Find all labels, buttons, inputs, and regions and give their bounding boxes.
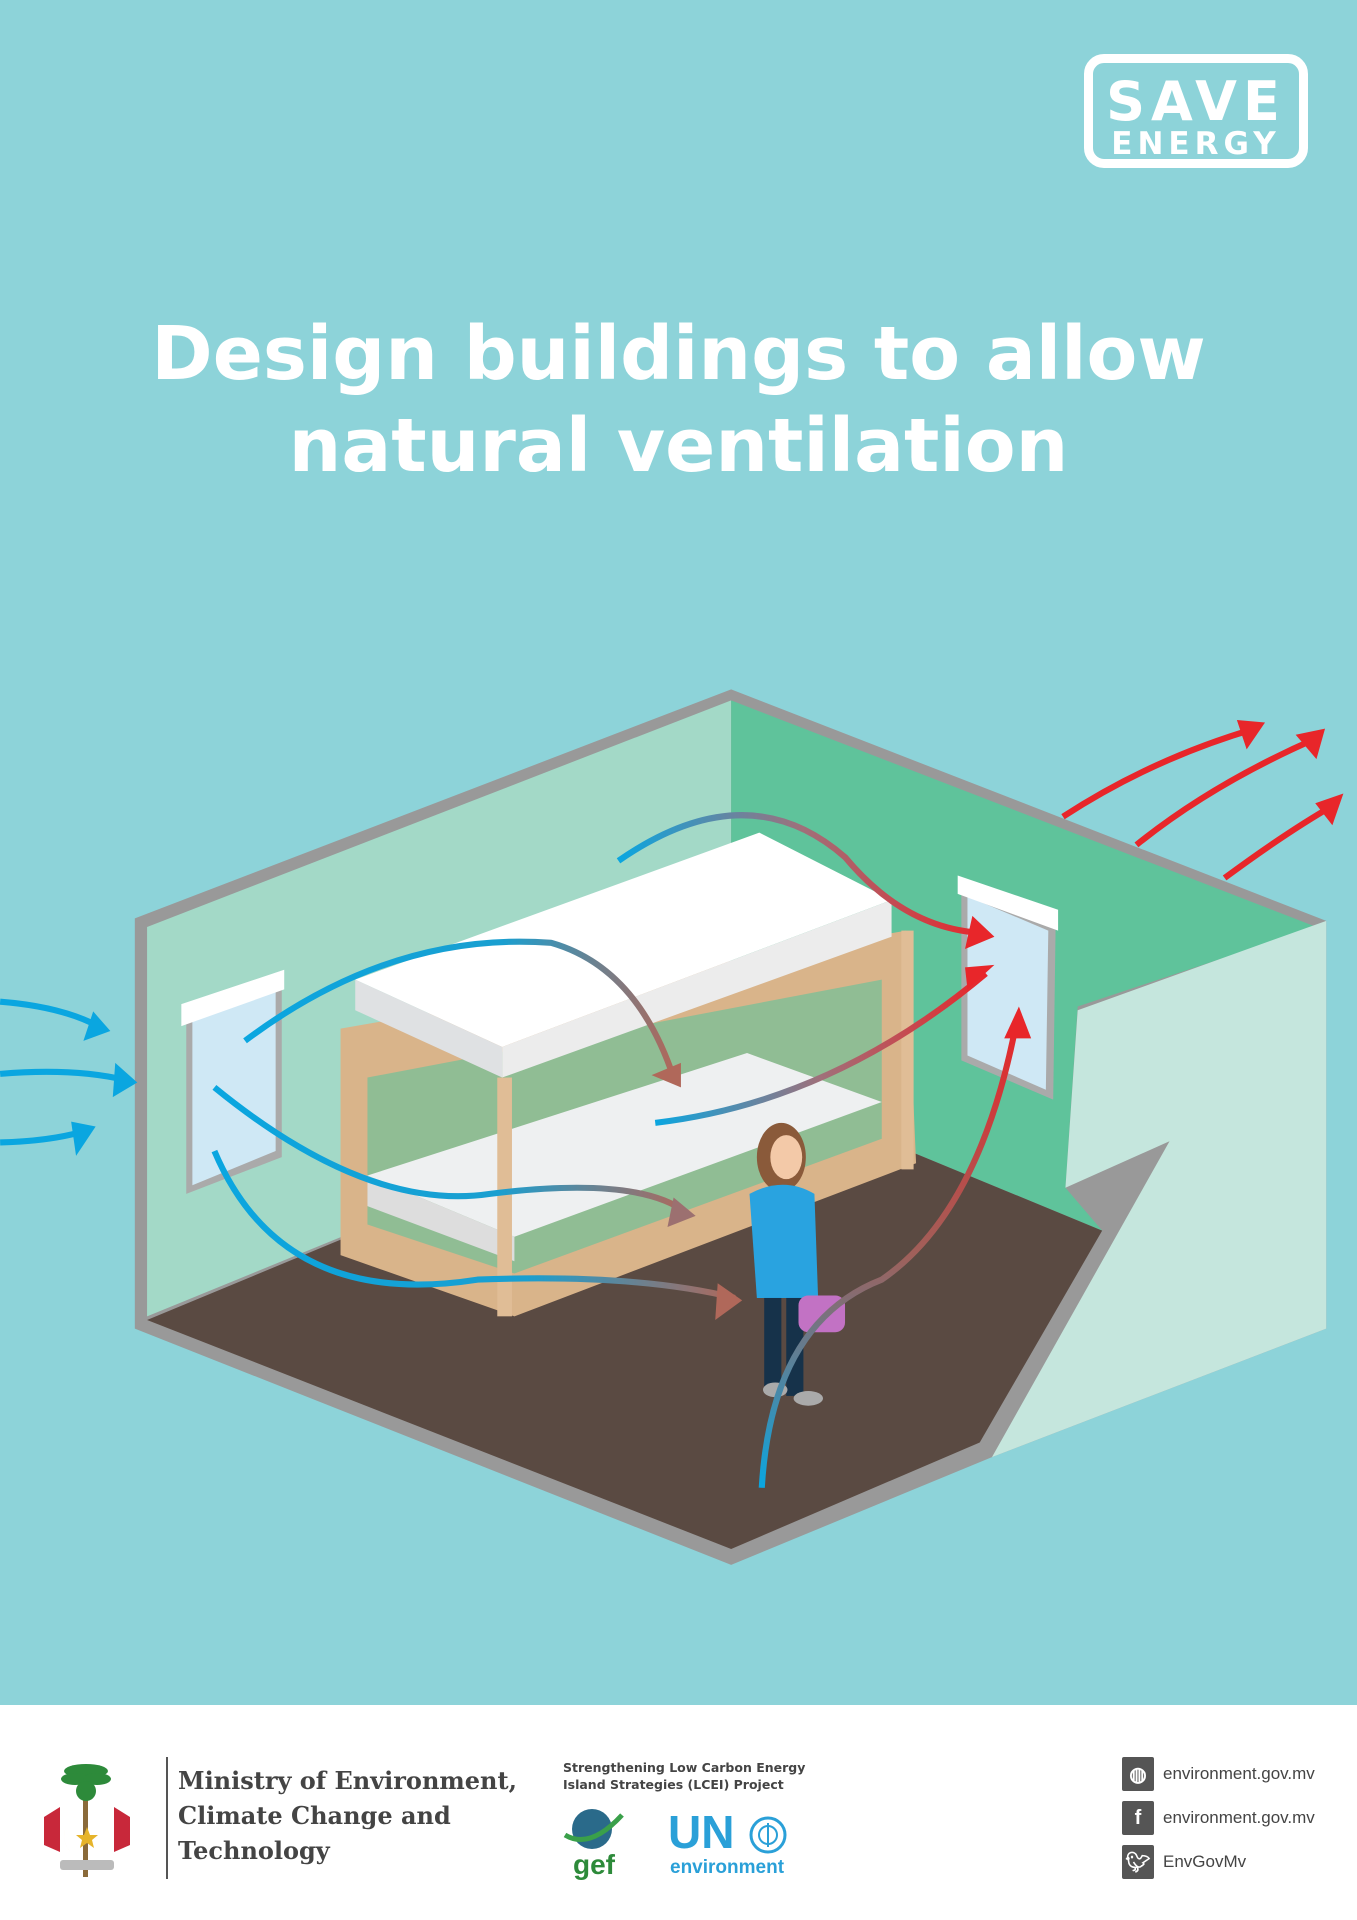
floor xyxy=(147,1077,1103,1549)
window-left xyxy=(181,969,285,1194)
twitter-link[interactable]: 🐦︎ EnvGovMv xyxy=(1122,1845,1246,1879)
globe-icon: ◍ xyxy=(1122,1757,1154,1791)
project-line1: Strengthening Low Carbon Energy xyxy=(563,1760,806,1775)
save-energy-badge: SAVE ENERGY xyxy=(1084,54,1308,168)
website-link[interactable]: ◍ environment.gov.mv xyxy=(1122,1757,1315,1791)
page-title: Design buildings to allow natural ventil… xyxy=(0,308,1357,492)
badge-line2: ENERGY xyxy=(1111,126,1281,162)
airflow-arrows xyxy=(0,725,1337,1488)
twitter-icon: 🐦︎ xyxy=(1122,1845,1154,1879)
title-line1: Design buildings to allow xyxy=(151,311,1206,397)
maldives-emblem-icon xyxy=(44,1764,130,1877)
arrow-heads xyxy=(71,720,1344,1320)
divider xyxy=(166,1757,168,1879)
project-line2: Island Strategies (LCEI) Project xyxy=(563,1777,784,1792)
footer: Ministry of Environment, Climate Change … xyxy=(0,1705,1357,1920)
un-label: UN xyxy=(668,1806,735,1858)
gef-label: gef xyxy=(573,1849,615,1880)
ministry-line3: Technology xyxy=(178,1836,330,1865)
bunk-bed xyxy=(340,832,917,1317)
facebook-icon: f xyxy=(1122,1801,1154,1835)
facebook-text: environment.gov.mv xyxy=(1163,1808,1315,1827)
website-text: environment.gov.mv xyxy=(1163,1764,1315,1783)
un-environment-label: environment xyxy=(670,1857,785,1878)
gef-globe-icon xyxy=(563,1809,624,1849)
twitter-text: EnvGovMv xyxy=(1163,1852,1247,1871)
ministry-name: Ministry of Environment, Climate Change … xyxy=(178,1763,517,1868)
un-emblem-icon xyxy=(749,1816,787,1854)
facebook-link[interactable]: f environment.gov.mv xyxy=(1122,1801,1315,1835)
ministry-line2: Climate Change and xyxy=(178,1801,451,1830)
badge-line1: SAVE xyxy=(1106,70,1286,133)
window-right xyxy=(957,875,1059,1100)
person xyxy=(749,1122,846,1406)
project-name: Strengthening Low Carbon Energy Island S… xyxy=(563,1759,805,1793)
title-line2: natural ventilation xyxy=(288,403,1069,489)
ministry-line1: Ministry of Environment, xyxy=(178,1766,517,1795)
